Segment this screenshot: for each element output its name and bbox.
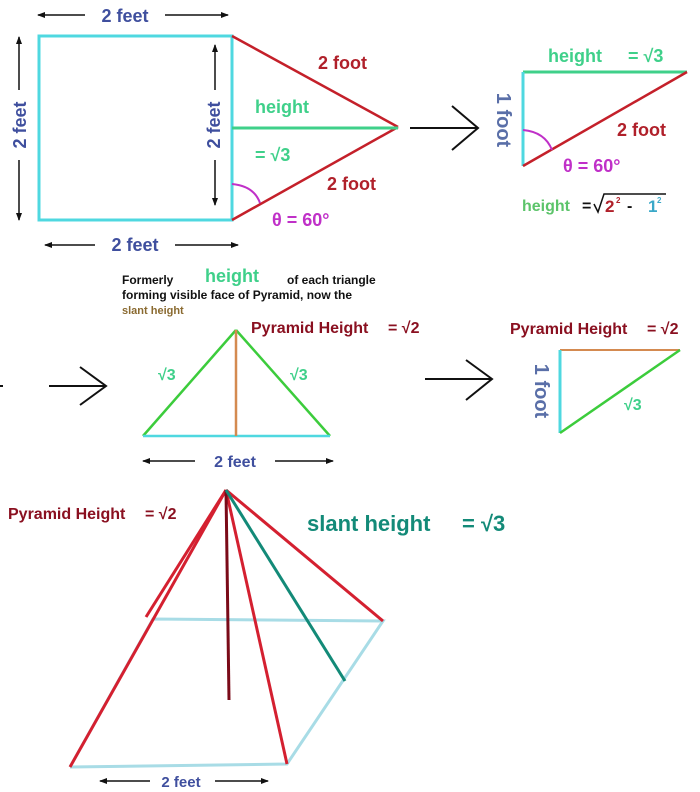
caption-line3: slant height	[122, 305, 184, 317]
inner-dimension-label: 2 feet	[204, 101, 224, 148]
left-dimension-label: 2 feet	[10, 101, 30, 148]
height-equals: = √3	[628, 46, 663, 66]
panel-3d-pyramid: Pyramid Height = √2 slant height = √3 2 …	[8, 488, 505, 791]
pyramid-height-label: Pyramid Height	[510, 321, 628, 338]
hypotenuse-label: √3	[624, 397, 642, 414]
formula-term-b: 1	[648, 197, 657, 216]
pyramid-base	[68, 617, 386, 769]
base-dimension-label: 2 feet	[214, 454, 256, 471]
pyramid-height-value: = √2	[145, 506, 177, 523]
transition-arrow-icon	[425, 359, 494, 401]
caption-part1: Formerly	[122, 273, 174, 287]
slant-height-label: slant height	[307, 511, 431, 536]
slant-edge	[559, 348, 681, 435]
caption-part2: of each triangle	[287, 273, 376, 287]
left-side-label: √3	[158, 367, 176, 384]
angle-arc	[522, 129, 553, 151]
pyramid-height-value: = √2	[388, 320, 420, 337]
top-dimension-label: 2 feet	[101, 6, 148, 26]
formula-exponent-b: 2	[657, 196, 662, 205]
pyramid-height-label: Pyramid Height	[251, 320, 369, 337]
transition-arrow-icon	[410, 105, 480, 151]
triangle-lower-edge	[231, 125, 399, 222]
back-left-edge	[144, 489, 228, 618]
bottom-dimension-label: 2 feet	[111, 235, 158, 255]
caption-highlight: height	[205, 266, 259, 286]
panel-square-triangle: 2 feet 2 feet 2 feet 2 foot height = √3 …	[10, 6, 399, 255]
triangle-upper-edge	[231, 34, 399, 129]
panel-right-triangle: height = √3 1 foot 2 foot θ = 60° height…	[492, 46, 688, 216]
hypotenuse	[522, 70, 688, 168]
caption-line2: forming visible face of Pyramid, now the	[122, 288, 352, 302]
pyramid-height-value: = √2	[647, 321, 679, 338]
pyramid-height-line	[224, 489, 231, 701]
slant-height-value: = √3	[462, 511, 505, 536]
pyramid-height-label: Pyramid Height	[8, 506, 126, 523]
panel-height-triangle: Pyramid Height = √2 1 foot √3	[510, 321, 681, 435]
angle-label: θ = 60°	[272, 210, 329, 230]
panel-cross-section: Pyramid Height = √2 √3 √3 2 feet	[142, 320, 420, 471]
right-slant-edge	[235, 329, 331, 437]
left-slant-edge	[142, 329, 237, 437]
formula-exponent-a: 2	[616, 196, 621, 205]
formula-minus: -	[627, 198, 632, 215]
height-label: height	[548, 46, 602, 66]
front-left-edge	[68, 489, 228, 768]
upper-side-label: 2 foot	[318, 53, 367, 73]
slant-height-line	[224, 489, 347, 682]
caption: Formerly height of each triangle forming…	[122, 266, 376, 317]
angle-arc	[231, 183, 261, 204]
lower-side-label: 2 foot	[327, 174, 376, 194]
front-right-edge	[224, 489, 289, 765]
side-label: 1 foot	[492, 93, 514, 148]
height-label: height	[255, 97, 309, 117]
formula-equals: =	[582, 198, 591, 215]
angle-label: θ = 60°	[563, 156, 620, 176]
sqrt-sign-icon	[593, 193, 666, 214]
hypotenuse-label: 2 foot	[617, 120, 666, 140]
formula-term-a: 2	[605, 197, 614, 216]
back-right-edge	[225, 488, 384, 623]
base-dimension-label: 2 feet	[161, 774, 200, 791]
formula-lhs: height	[522, 198, 571, 215]
right-side-label: √3	[290, 367, 308, 384]
side-label: 1 foot	[530, 364, 552, 419]
transition-arrow-icon	[49, 366, 108, 406]
height-value: = √3	[255, 145, 290, 165]
